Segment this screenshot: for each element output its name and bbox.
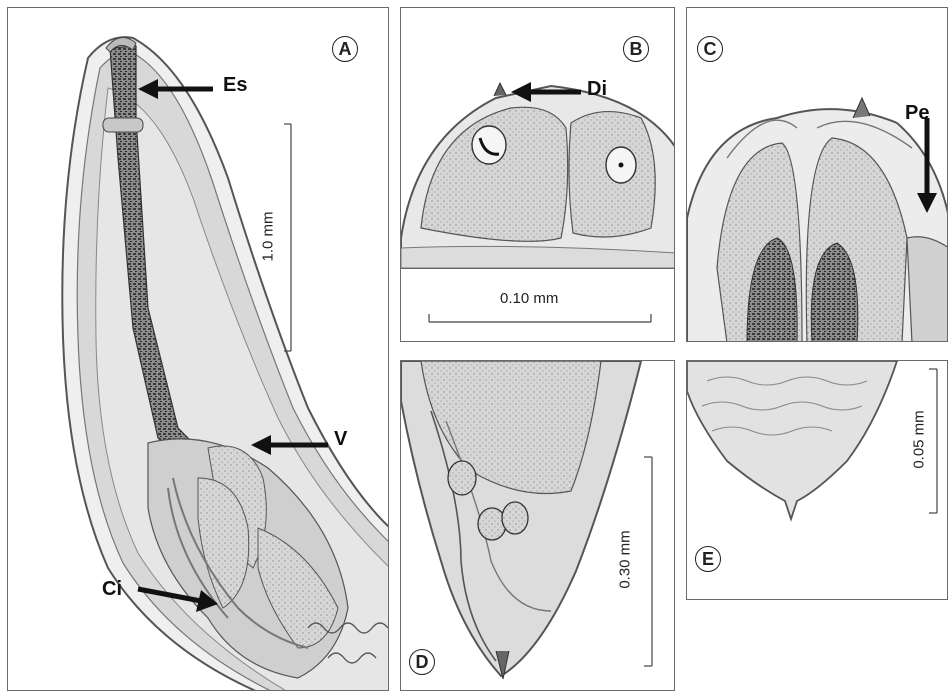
scale-bar-d-label: 0.30 mm bbox=[617, 530, 634, 588]
panel-a-label: A bbox=[332, 36, 358, 62]
panel-e: E 0.05 mm bbox=[686, 360, 948, 600]
panel-b: B Di 0.10 mm bbox=[400, 7, 675, 342]
pe-label: Pe bbox=[905, 102, 929, 125]
scale-bar-b-label: 0.10 mm bbox=[500, 290, 558, 307]
ci-label: Ci bbox=[102, 578, 122, 601]
panel-a-illustration bbox=[8, 8, 389, 691]
scale-bar-e-label: 0.05 mm bbox=[911, 410, 928, 468]
panel-d: D 0.30 mm bbox=[400, 360, 675, 691]
es-label: Es bbox=[223, 74, 247, 97]
panel-e-label: E bbox=[695, 546, 721, 572]
panel-d-label: D bbox=[409, 649, 435, 675]
v-label: V bbox=[334, 428, 347, 451]
panel-c-label: C bbox=[697, 36, 723, 62]
panel-a: A Es V Ci 1.0 mm bbox=[7, 7, 389, 691]
di-label: Di bbox=[587, 78, 607, 101]
panel-b-label: B bbox=[623, 36, 649, 62]
scale-bar-a-label: 1.0 mm bbox=[260, 211, 277, 261]
panel-c-illustration bbox=[687, 8, 948, 342]
panel-e-illustration bbox=[687, 361, 948, 600]
panel-c: C Pe bbox=[686, 7, 948, 342]
panel-d-illustration bbox=[401, 361, 675, 691]
